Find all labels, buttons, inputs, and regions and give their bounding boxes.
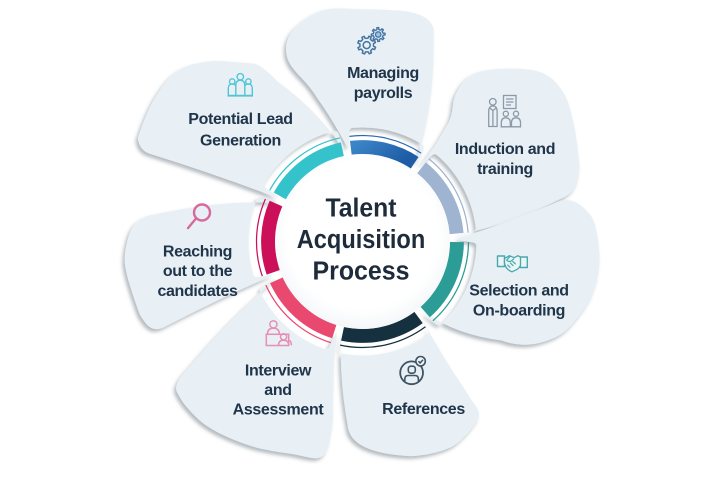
svg-text:References: References xyxy=(382,401,465,418)
svg-text:Assessment: Assessment xyxy=(233,402,325,419)
svg-text:Managing: Managing xyxy=(347,65,419,82)
svg-text:Potential Lead: Potential Lead xyxy=(188,111,292,128)
svg-text:Selection and: Selection and xyxy=(469,283,568,300)
svg-text:Process: Process xyxy=(313,258,410,286)
svg-text:and: and xyxy=(264,382,291,399)
svg-text:Induction and: Induction and xyxy=(455,141,555,158)
svg-text:training: training xyxy=(477,161,533,178)
svg-text:payrolls: payrolls xyxy=(354,85,413,102)
svg-text:out to the: out to the xyxy=(163,263,233,280)
svg-text:Talent: Talent xyxy=(326,195,397,223)
svg-text:candidates: candidates xyxy=(157,283,238,300)
svg-text:Interview: Interview xyxy=(245,363,312,380)
svg-text:Generation: Generation xyxy=(200,133,281,150)
svg-text:On-boarding: On-boarding xyxy=(473,303,565,320)
svg-text:Reaching: Reaching xyxy=(163,244,232,261)
svg-text:Acquisition: Acquisition xyxy=(297,226,426,254)
